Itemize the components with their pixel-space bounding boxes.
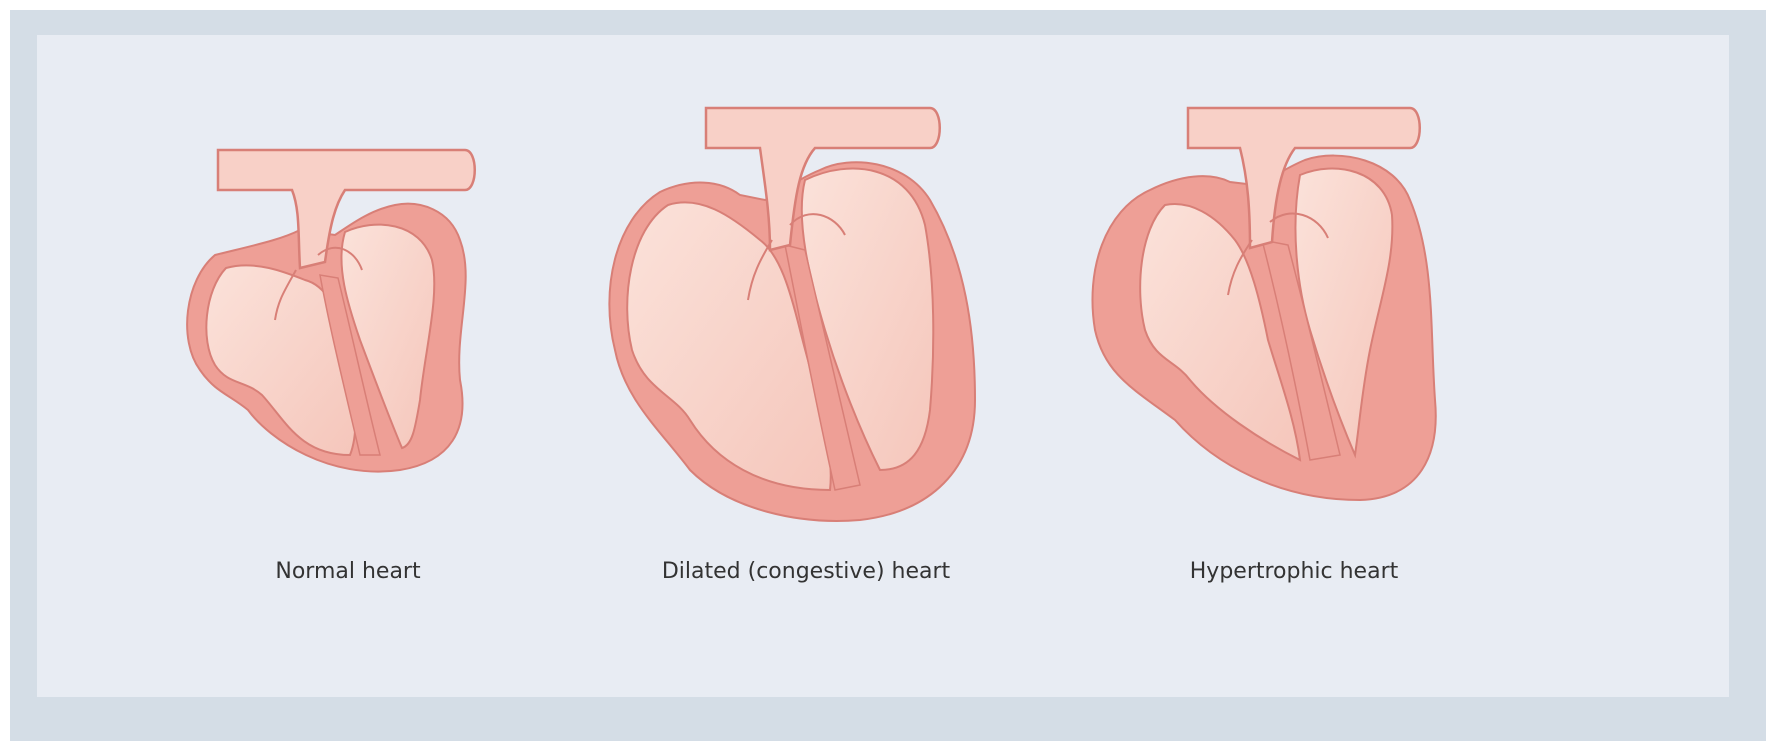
hypertrophic-heart bbox=[1092, 108, 1435, 500]
dilated-heart bbox=[609, 108, 975, 521]
caption-dilated-heart: Dilated (congestive) heart bbox=[662, 559, 950, 584]
caption-normal-heart: Normal heart bbox=[275, 559, 420, 584]
normal-heart bbox=[187, 150, 475, 472]
caption-hypertrophic-heart: Hypertrophic heart bbox=[1190, 559, 1399, 584]
